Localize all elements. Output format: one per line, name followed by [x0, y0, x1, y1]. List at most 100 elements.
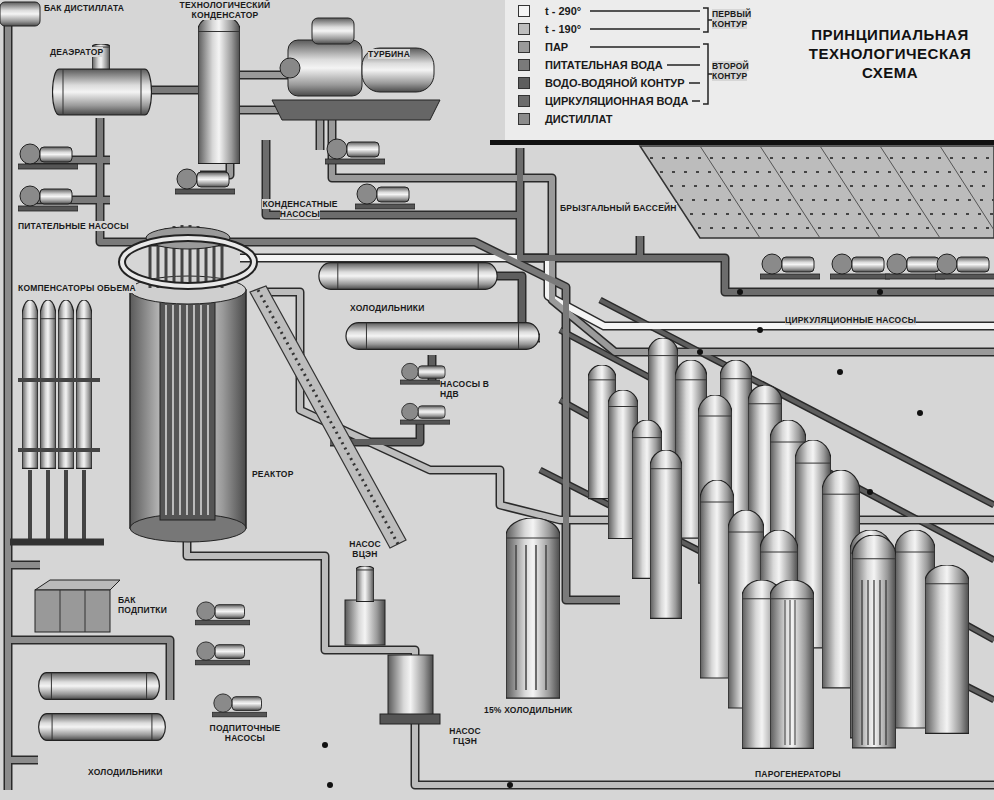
circulation-pump [380, 714, 440, 724]
spray-pool [650, 158, 994, 228]
valve-dot [322, 289, 923, 788]
legend-text: t - 290° [545, 4, 585, 18]
equipment-label: НАСОС ГЦЭН [440, 727, 490, 747]
pipe-outline [332, 100, 994, 352]
legend-swatch [518, 113, 530, 125]
equipment-label: БАК ДИСТИЛЛАТА [44, 4, 134, 14]
spray-pool [640, 146, 994, 238]
steam-generator [925, 565, 969, 733]
pump-symbol [175, 169, 235, 194]
label-text: НАСОС ВЦЭН [349, 539, 381, 559]
makeup-tank [35, 590, 110, 632]
valve-dot [757, 327, 763, 333]
pump-symbol [18, 186, 78, 211]
makeup-tank [35, 580, 120, 632]
circulation-pump [345, 600, 385, 645]
pump-symbol [18, 139, 994, 717]
equipment-label: ПИТАТЕЛЬНЫЕ НАСОСЫ [18, 222, 148, 232]
reactor [130, 290, 246, 528]
turbine [272, 18, 440, 120]
heat-exchanger [39, 263, 560, 741]
turbine [362, 48, 434, 92]
heat-exchanger [319, 263, 497, 290]
pipe [187, 530, 994, 785]
label-text: КОМПЕНСАТОРЫ ОБЬЕМА [18, 283, 136, 293]
label-text: ДЕАЭРАТОР [50, 47, 103, 57]
pump-symbol [355, 184, 415, 209]
spray-pool [640, 146, 994, 238]
volume-compensator [10, 539, 104, 546]
label-text: ТЕХНОЛОГИЧЕСКИЙ КОНДЕНСАТОР [180, 0, 271, 20]
pipe-outline [187, 530, 994, 785]
pipe [8, 14, 994, 790]
makeup-tank [35, 580, 120, 590]
pipe-outline [8, 14, 994, 790]
steam-generator [770, 580, 814, 748]
pipe [266, 140, 994, 292]
condenser [198, 15, 240, 164]
label-text: ХОЛОДИЛЬНИКИ [88, 767, 163, 777]
heat-exchanger [346, 323, 539, 350]
legend-swatch [518, 59, 530, 71]
equipment-label: ХОЛОДИЛЬНИКИ [88, 768, 188, 778]
equipment-label: КОМПЕНСАТОРЫ ОБЬЕМА [18, 284, 138, 294]
label-text: ПАРОГЕНЕРАТОРЫ [755, 769, 841, 779]
pump-symbol [195, 642, 250, 665]
pump-symbol [18, 144, 78, 169]
pipe [332, 100, 994, 352]
label-text: ЦИРКУЛЯЦИОННЫЕ НАСОСЫ [785, 315, 916, 325]
circulation-pump [345, 566, 440, 724]
equipment-label: ПОДПИТОЧНЫЕ НАСОСЫ [200, 724, 290, 744]
legend-rule [490, 140, 994, 145]
steam-generator [588, 338, 969, 748]
volume-compensator [58, 300, 74, 468]
label-text: БРЫЗГАЛЬНЫЙ БАССЕЙН [560, 203, 677, 213]
volume-compensator [76, 300, 92, 468]
legend-panel [505, 0, 994, 140]
valve-dot [837, 369, 843, 375]
cutaway-tubes [862, 580, 886, 745]
pipe-outline [266, 140, 994, 292]
reactor [166, 305, 208, 515]
valve-dot [327, 782, 333, 788]
label-text: ПОДПИТОЧНЫЕ НАСОСЫ [210, 723, 281, 743]
cutaway-tubes [785, 580, 886, 745]
equipment-label: ДЕАЭРАТОР [50, 48, 120, 58]
equipment-label: ВТОРОЙ КОНТУР [712, 62, 772, 82]
diagram-title: ПРИНЦИПИАЛЬНАЯ ТЕХНОЛОГИЧЕСКАЯ СХЕМА [800, 26, 980, 82]
pipe [330, 276, 540, 442]
equipment-label: ТЕХНОЛОГИЧЕСКИЙ КОНДЕНСАТОР [170, 1, 280, 21]
valve-dot [697, 349, 703, 355]
legend-swatch [518, 41, 530, 53]
equipment-label: ПЕРВЫЙ КОНТУР [712, 10, 772, 30]
turbine [280, 58, 300, 78]
reactor [122, 225, 254, 542]
pump-symbol [935, 254, 994, 279]
equipment-label: КОНДЕНСАТНЫЕ НАСОСЫ [255, 200, 345, 220]
reactor [122, 238, 254, 286]
legend-text: t - 190° [545, 22, 585, 36]
equipment-label: 15% ХОЛОДИЛЬНИК [484, 706, 594, 716]
label-text: ХОЛОДИЛЬНИКИ [350, 303, 425, 313]
pump-symbol [325, 139, 385, 164]
pump-symbol [400, 403, 450, 424]
legend-swatch [518, 5, 530, 17]
label-text: КОНДЕНСАТНЫЕ НАСОСЫ [262, 199, 337, 219]
legend-text: ДИСТИЛЛАТ [545, 112, 617, 126]
makeup-tank [60, 590, 85, 632]
valve-dot [737, 289, 743, 295]
heat-exchanger [506, 518, 560, 698]
legend-text: ПИТАТЕЛЬНАЯ ВОДА [545, 58, 667, 72]
volume-compensator [22, 300, 38, 468]
reactor [122, 238, 254, 286]
equipment-label: ХОЛОДИЛЬНИКИ [350, 304, 450, 314]
condenser [198, 15, 240, 164]
pump-symbol [195, 602, 250, 625]
turbine [312, 18, 354, 44]
label-text: НАСОСЫ В НДВ [440, 379, 489, 399]
steam-generator [852, 535, 896, 748]
legend-text: ВОДО-ВОДЯНОЙ КОНТУР [545, 76, 689, 90]
